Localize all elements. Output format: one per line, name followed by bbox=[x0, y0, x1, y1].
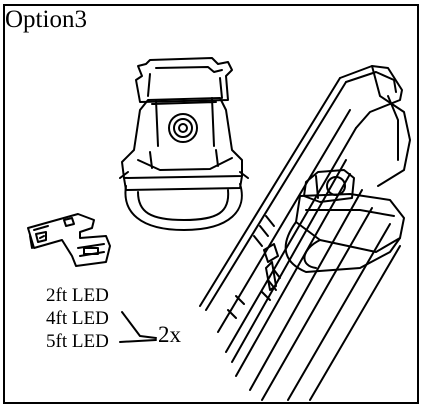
callout-line bbox=[121, 311, 157, 339]
mounting-bracket-icon bbox=[27, 213, 111, 267]
length-item: 2ft LED bbox=[46, 285, 109, 306]
quantity-label: 2x bbox=[158, 322, 181, 347]
callout-line bbox=[119, 339, 157, 343]
length-list: 2ft LED 4ft LED 5ft LED bbox=[46, 284, 109, 353]
panel-title: Option3 bbox=[5, 6, 87, 33]
length-item: 5ft LED bbox=[46, 331, 109, 352]
length-item: 4ft LED bbox=[46, 308, 109, 329]
fixture-side-view-icon bbox=[199, 65, 411, 401]
fixture-end-view-icon bbox=[119, 57, 249, 231]
